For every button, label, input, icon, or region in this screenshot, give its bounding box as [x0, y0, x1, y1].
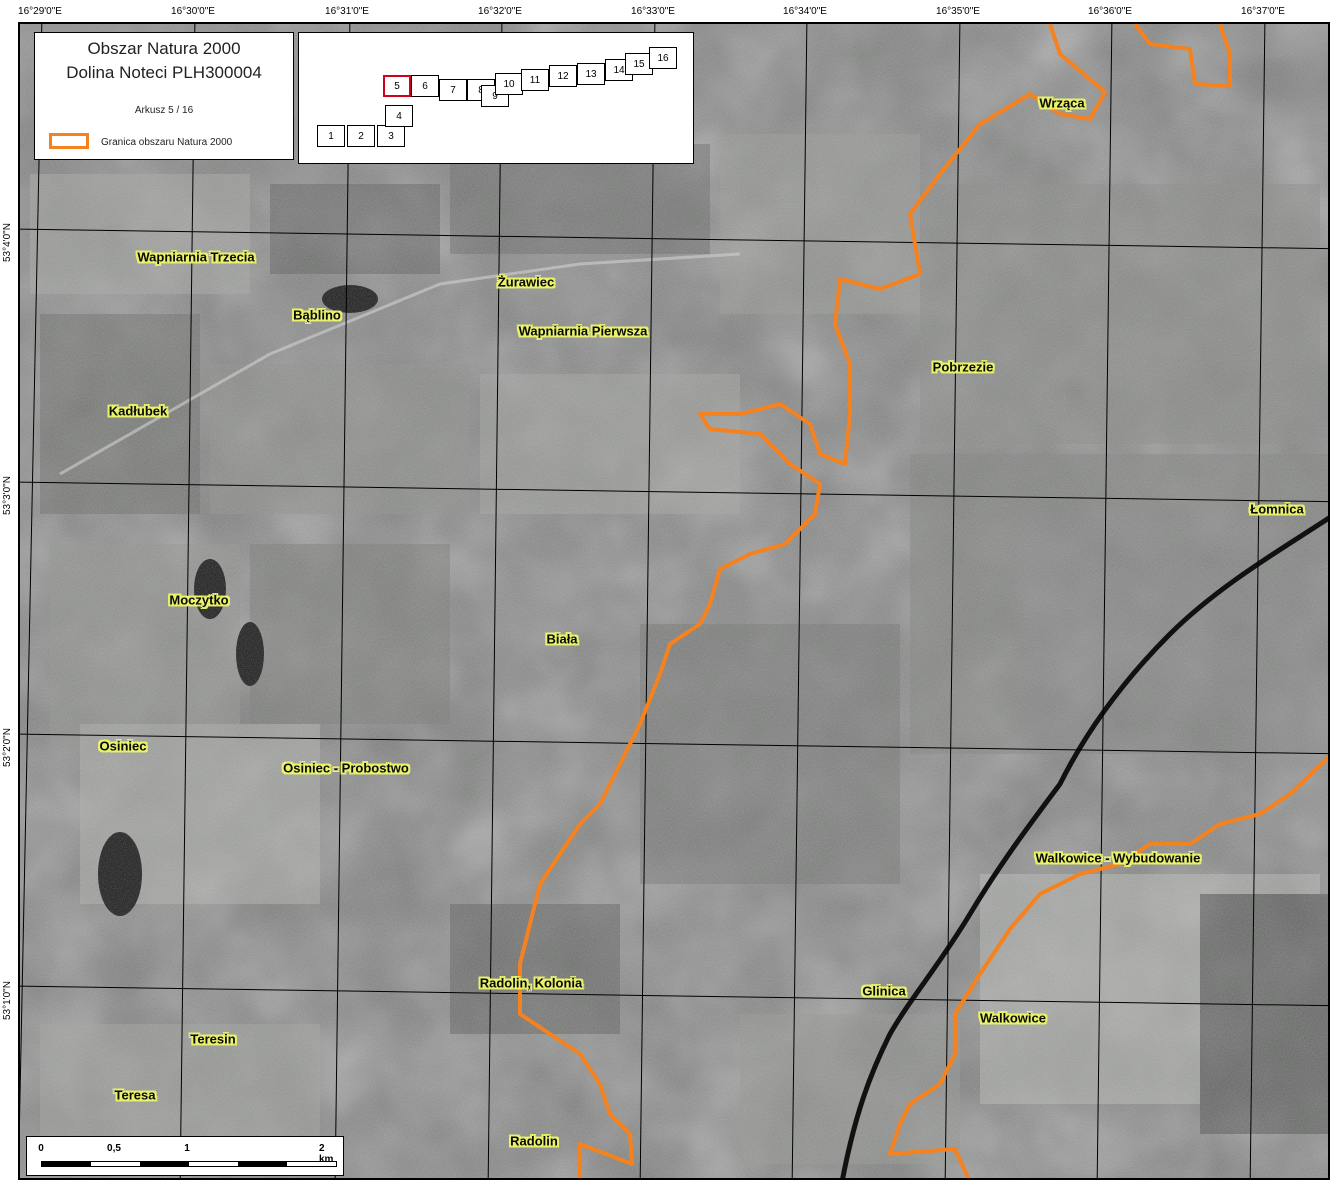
map-subtitle: Dolina Noteci PLH300004 — [66, 63, 262, 82]
place-label: Wapniarnia Trzecia — [137, 249, 255, 265]
index-sheet-6: 6 — [411, 75, 439, 97]
map-title: Obszar Natura 2000 — [87, 39, 241, 58]
index-sheet-5: 5 — [383, 75, 411, 97]
longitude-label: 16°29'0"E — [18, 6, 62, 17]
longitude-label: 16°37'0"E — [1241, 6, 1285, 17]
place-label: Wapniarnia Pierwsza — [518, 323, 648, 339]
scale-label: 0,5 — [107, 1143, 121, 1154]
scale-bar-track — [41, 1161, 337, 1167]
latitude-label: 53°1'0"N — [2, 981, 13, 1020]
index-sheet-1: 1 — [317, 125, 345, 147]
place-label: Moczytko — [169, 592, 229, 608]
place-label: Żurawiec — [497, 274, 555, 290]
place-label: Radolin, Kolonia — [479, 975, 583, 991]
index-sheet-4: 4 — [385, 105, 413, 127]
index-sheet-13: 13 — [577, 63, 605, 85]
latitude-label: 53°4'0"N — [2, 223, 13, 262]
index-sheet-16: 16 — [649, 47, 677, 69]
scale-label: 0 — [38, 1143, 44, 1154]
place-label: Osiniec — [99, 738, 147, 754]
place-label: Glinica — [862, 983, 906, 999]
place-label: Teresin — [190, 1031, 236, 1047]
legend-panel: Obszar Natura 2000 Dolina Noteci PLH3000… — [34, 32, 294, 160]
scale-label: 1 — [184, 1143, 190, 1154]
grid-meridian — [1249, 24, 1266, 1178]
place-label: Walkowice - Wybudowanie — [1035, 850, 1201, 866]
sheet-label: Arkusz 5 / 16 — [134, 105, 194, 116]
coordinate-grid — [20, 24, 1328, 1178]
boundary-swatch-icon — [49, 133, 89, 149]
river-notec — [840, 515, 1328, 1178]
scale-label: 2 km — [319, 1143, 334, 1165]
grid-meridian — [1096, 24, 1113, 1178]
satellite-map[interactable] — [20, 24, 1330, 1180]
boundary-legend-label: Granica obszaru Natura 2000 — [101, 137, 233, 148]
place-label: Biała — [546, 631, 578, 647]
latitude-label: 53°3'0"N — [2, 476, 13, 515]
place-label: Wrząca — [1039, 95, 1085, 111]
grid-meridian — [179, 24, 196, 1178]
longitude-label: 16°32'0"E — [478, 6, 522, 17]
place-label: Kadłubek — [108, 403, 168, 419]
grid-meridian — [20, 24, 43, 1121]
longitude-label: 16°30'0"E — [171, 6, 215, 17]
place-label: Pobrzezie — [932, 359, 994, 375]
index-sheet-10: 10 — [495, 73, 523, 95]
imagery-grain — [20, 24, 1328, 1178]
grid-meridian — [487, 24, 503, 1178]
place-label: Łomnica — [1250, 501, 1304, 517]
grid-parallel — [20, 481, 1328, 503]
index-sheet-2: 2 — [347, 125, 375, 147]
longitude-label: 16°33'0"E — [631, 6, 675, 17]
scale-bar: 0 0,5 1 2 km — [26, 1136, 344, 1176]
grid-parallel — [20, 228, 1328, 250]
sheet-index-panel: 12345678910111213141516 — [298, 32, 694, 164]
index-sheet-12: 12 — [549, 65, 577, 87]
index-sheet-3: 3 — [377, 125, 405, 147]
index-sheet-11: 11 — [521, 69, 549, 91]
longitude-label: 16°36'0"E — [1088, 6, 1132, 17]
place-label: Bąblino — [293, 307, 341, 323]
place-label: Osiniec - Probostwo — [283, 760, 409, 776]
latitude-label: 53°2'0"N — [2, 728, 13, 767]
natura-boundary-southeast — [887, 755, 1328, 1178]
natura-boundary-top-right — [1133, 24, 1232, 89]
grid-meridian — [334, 24, 351, 1178]
index-sheet-7: 7 — [439, 79, 467, 101]
grid-parallel — [20, 733, 1328, 755]
place-label: Radolin — [510, 1133, 558, 1149]
place-label: Walkowice — [980, 1010, 1046, 1026]
grid-parallel — [20, 985, 1328, 1007]
place-label: Teresa — [114, 1087, 156, 1103]
longitude-label: 16°31'0"E — [325, 6, 369, 17]
longitude-label: 16°34'0"E — [783, 6, 827, 17]
grid-meridian — [639, 24, 656, 1178]
grid-meridian — [944, 24, 961, 1178]
natura-boundary-main — [518, 24, 1107, 1178]
longitude-label: 16°35'0"E — [936, 6, 980, 17]
